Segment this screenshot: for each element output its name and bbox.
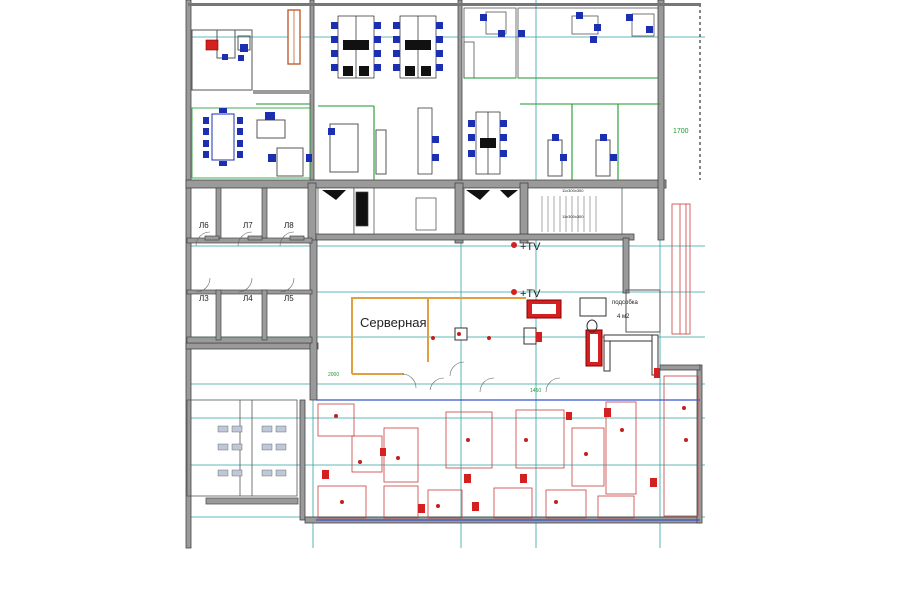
storage-label-2: 4 м2 (617, 314, 630, 320)
room-label-l7: Л7 (243, 221, 253, 230)
stair-note-2: 11x300x300 (562, 214, 584, 219)
right-middle-offices (328, 123, 617, 177)
locker-doors (195, 231, 295, 293)
stairs (541, 196, 597, 232)
server-room-label: Серверная (360, 315, 427, 330)
right-windows (671, 203, 691, 335)
room-label-l5: Л5 (284, 294, 294, 303)
office-chairs (331, 22, 507, 161)
stair-note-1: 11x300x300 (562, 188, 584, 193)
dimension-1450: 1450 (530, 388, 541, 394)
meeting-room (191, 107, 312, 179)
tv-marker-2 (511, 289, 517, 295)
tv-marker-1 (511, 242, 517, 248)
locker-rooms (186, 187, 313, 344)
washroom-block (186, 399, 299, 505)
room-label-l4: Л4 (243, 294, 253, 303)
room-label-l3: Л3 (199, 294, 209, 303)
bottom-red-chairs (322, 368, 660, 513)
dimension-1700: 1700 (673, 128, 689, 135)
tv-markers: +TV +TV (511, 241, 541, 300)
lounge-area: подсобка 4 м2 (523, 289, 661, 376)
tv-label-1: +TV (520, 241, 541, 253)
top-left-office (191, 9, 313, 94)
dimension-2000: 2000 (328, 372, 339, 378)
room-labels: Л6 Л7 Л8 Л3 Л4 Л5 (199, 221, 294, 303)
storage-label-1: подсобка (612, 300, 639, 306)
server-room: Серверная (351, 297, 526, 375)
green-partitions-top (256, 77, 660, 180)
triangle-marks (322, 190, 518, 200)
corridor-niches (317, 187, 623, 235)
open-office-desks (337, 15, 501, 175)
room-label-l6: Л6 (199, 221, 209, 230)
room-label-l8: Л8 (284, 221, 294, 230)
bottom-doors (401, 361, 561, 393)
exterior-walls (185, 0, 703, 549)
top-wall-cap (188, 3, 701, 6)
bottom-workstations (317, 375, 699, 519)
top-right-chairs (480, 12, 653, 43)
washroom-fixtures (217, 425, 287, 477)
desk-black-sets (343, 40, 496, 148)
bottom-small-dots (334, 406, 688, 508)
bottom-office-outline (316, 399, 700, 521)
